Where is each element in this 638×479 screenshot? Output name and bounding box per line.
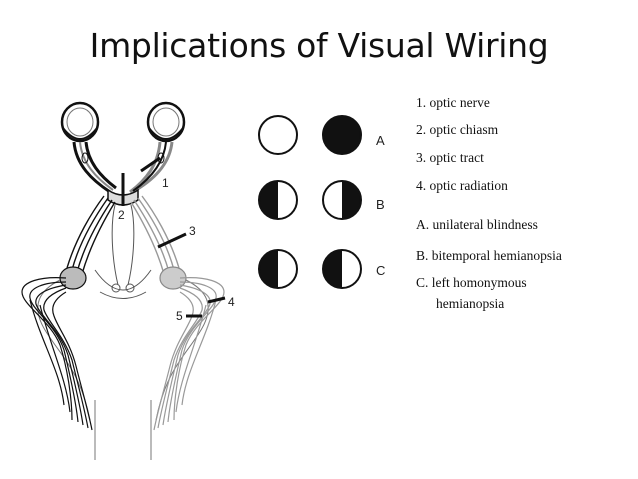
legend-item-hemianopsia: hemianopsia <box>436 296 505 311</box>
cortex-outline <box>37 279 209 460</box>
field-row-label-b: B <box>376 197 385 212</box>
legend-item-optic-tract: 3. optic tract <box>416 150 484 165</box>
right-eye <box>146 101 186 143</box>
field-a-left-eye <box>258 115 298 155</box>
lesion-bar-4 <box>207 296 226 304</box>
left-optic-tract <box>66 195 116 275</box>
lesion-bar-3 <box>157 232 187 249</box>
left-eye <box>60 101 100 143</box>
midbrain-outline <box>94 204 152 299</box>
lesion-number-3: 3 <box>189 224 196 238</box>
lesion-numbers: 1 2 3 4 5 <box>118 176 235 323</box>
lesion-number-1: 1 <box>162 176 169 190</box>
legend-item-optic-radiation: 4. optic radiation <box>416 178 508 193</box>
field-a-right-eye <box>322 115 362 155</box>
legend-item-optic-nerve: 1. optic nerve <box>416 95 490 110</box>
field-c-right-eye <box>322 249 362 289</box>
field-b-right-eye <box>322 180 362 220</box>
legend-item-bitemporal-hemianopsia: B. bitemporal hemianopsia <box>416 248 562 263</box>
field-row-label-c: C <box>376 263 385 278</box>
field-row-label-a: A <box>376 133 385 148</box>
legend-item-left-homonymous: C. left homonymous <box>416 275 527 290</box>
lesion-bars <box>121 156 226 318</box>
left-optic-radiation <box>21 277 93 431</box>
visual-fields: A B C <box>258 115 385 289</box>
field-b-left-eye <box>258 180 298 220</box>
right-optic-tract <box>130 195 180 275</box>
field-c-left-eye <box>258 249 298 289</box>
slide-title: Implications of Visual Wiring <box>89 26 549 65</box>
lesion-number-5: 5 <box>176 309 183 323</box>
legend-item-unilateral-blindness: A. unilateral blindness <box>416 217 538 232</box>
lesion-number-2: 2 <box>118 208 125 222</box>
right-optic-radiation <box>153 277 225 431</box>
lesion-number-4: 4 <box>228 295 235 309</box>
lesion-bar-1 <box>140 156 161 173</box>
optic-nerves <box>72 141 174 194</box>
legend-item-optic-chiasm: 2. optic chiasm <box>416 122 499 137</box>
